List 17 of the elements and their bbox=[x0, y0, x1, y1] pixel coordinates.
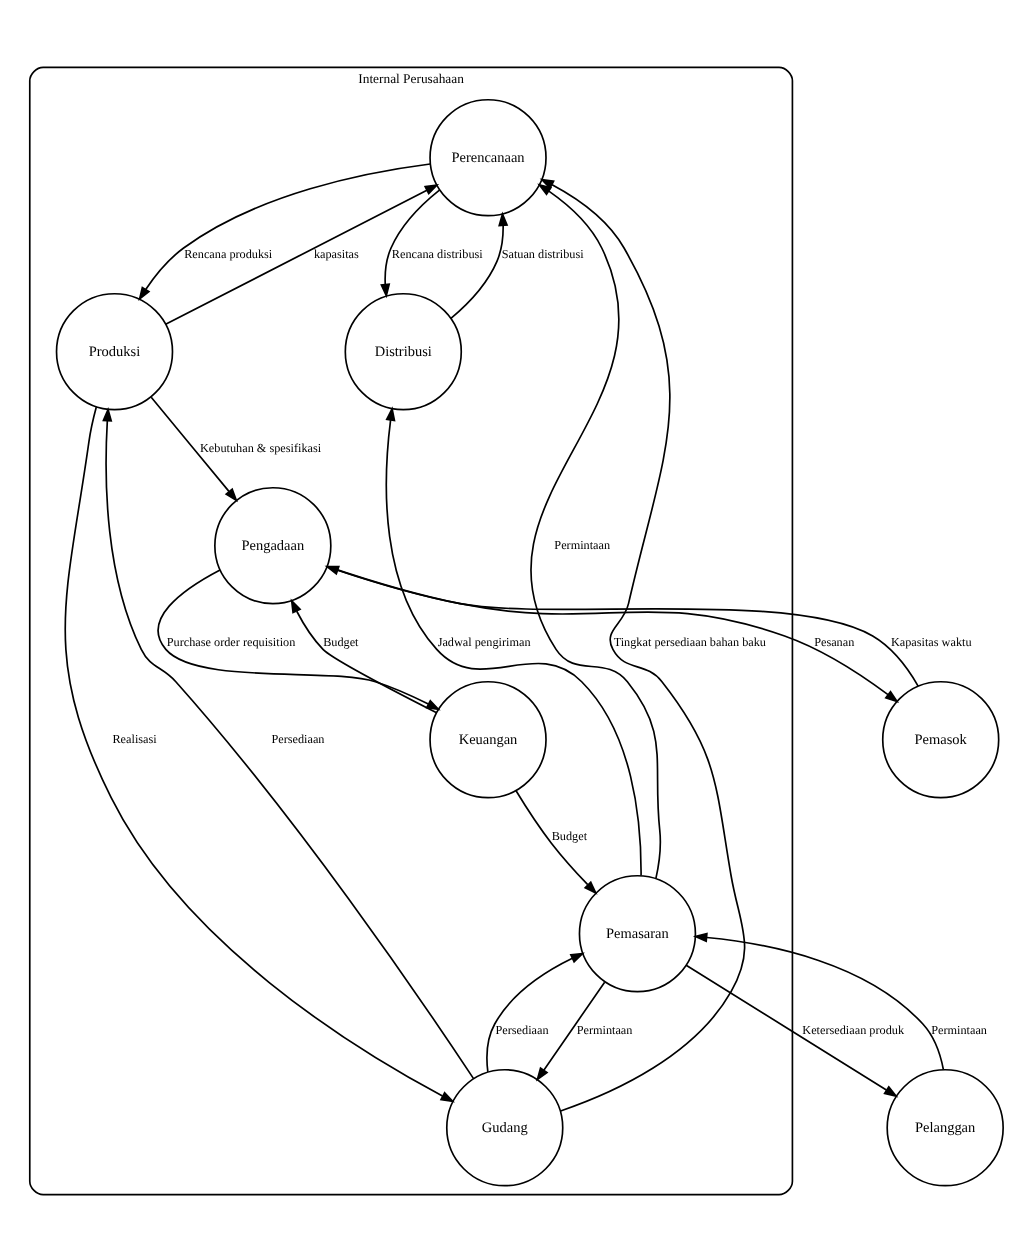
arrow bbox=[157, 568, 441, 710]
arrow bbox=[64, 405, 455, 1102]
arrow bbox=[385, 405, 642, 876]
arrow bbox=[692, 931, 945, 1070]
arrow bbox=[290, 597, 438, 713]
arrow bbox=[450, 210, 509, 319]
arrow bbox=[685, 963, 899, 1097]
arrow bbox=[380, 188, 441, 298]
arrow bbox=[486, 951, 585, 1072]
arrow bbox=[150, 395, 238, 502]
arrow bbox=[164, 182, 440, 325]
arrow bbox=[539, 177, 746, 1111]
arrow bbox=[138, 162, 431, 301]
arrow bbox=[530, 182, 662, 879]
arrow bbox=[102, 406, 475, 1079]
arrow bbox=[515, 788, 598, 894]
arrow bbox=[535, 980, 606, 1081]
